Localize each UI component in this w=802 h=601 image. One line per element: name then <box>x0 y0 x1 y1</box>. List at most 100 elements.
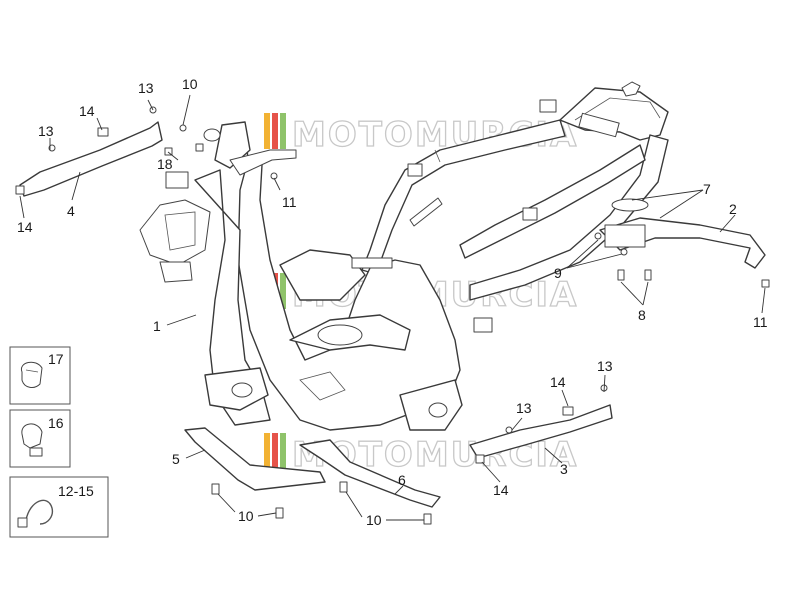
cable-tie-icon <box>25 499 54 525</box>
bolt-detail <box>434 149 441 163</box>
clip-16-base <box>29 447 43 457</box>
clip-17-icon <box>20 361 43 388</box>
callout-9: 9 <box>554 265 562 281</box>
front-lower-plate <box>159 261 193 283</box>
watermark-stripe-red <box>272 113 278 149</box>
leader <box>167 151 179 161</box>
headlight-arm <box>229 149 297 176</box>
frame-gusset <box>299 371 346 401</box>
callout-8: 8 <box>638 307 646 323</box>
callout-6: 6 <box>398 472 406 488</box>
leader <box>631 189 704 201</box>
screw <box>505 426 513 434</box>
main-frame <box>139 81 669 431</box>
rear-top-mount <box>621 81 641 97</box>
front-down-tube <box>194 169 271 426</box>
callout-18: 18 <box>157 156 173 172</box>
bolt <box>339 481 348 493</box>
callout-2: 2 <box>729 201 737 217</box>
leader <box>394 485 404 495</box>
leader <box>166 314 197 326</box>
rear-tab <box>539 99 557 113</box>
seat-support <box>279 249 366 301</box>
leader <box>185 449 206 459</box>
callout-11: 11 <box>753 314 768 330</box>
bolt <box>211 483 220 495</box>
bolt <box>423 513 432 525</box>
front-bracket <box>165 171 189 189</box>
leader <box>566 253 623 269</box>
clip <box>15 185 25 195</box>
rail-tab-a <box>407 163 423 177</box>
small-strut <box>409 197 443 227</box>
inset-box-12-15: 12-15 <box>9 476 109 538</box>
rail-tab-b <box>522 207 538 221</box>
part-6-footrest-bracket <box>299 439 441 525</box>
callout-10: 10 <box>366 512 382 528</box>
callout-labels: 13 10 14 13 18 11 4 14 1 7 2 9 8 11 13 1… <box>17 76 768 528</box>
bush <box>164 147 173 156</box>
leader <box>273 177 281 191</box>
rail-tab-c <box>473 317 493 333</box>
bolt <box>275 507 284 519</box>
callout-13: 13 <box>516 400 532 416</box>
callout-1: 1 <box>153 318 161 334</box>
right-upper-rail <box>469 134 669 301</box>
bolt <box>620 248 628 256</box>
handle-base <box>604 224 646 248</box>
bush <box>195 143 204 152</box>
seat-bracket <box>351 257 393 269</box>
callout-3: 3 <box>560 461 568 477</box>
callout-13: 13 <box>597 358 613 374</box>
leader <box>761 287 766 314</box>
screw <box>48 144 56 152</box>
side-rail-right <box>469 404 613 459</box>
leader <box>659 189 704 219</box>
leader <box>642 281 649 306</box>
leader <box>257 512 277 517</box>
watermark-stripe-green <box>280 113 286 149</box>
callout-7: 7 <box>703 181 711 197</box>
leader <box>481 461 501 483</box>
clip-16-icon <box>21 423 43 449</box>
leader <box>566 239 599 269</box>
leader <box>182 94 191 126</box>
side-rail-left <box>19 121 163 197</box>
callout-11: 11 <box>282 194 297 210</box>
washer <box>611 198 649 212</box>
callout-13: 13 <box>38 123 54 139</box>
bolt <box>617 269 625 281</box>
leader <box>345 491 363 518</box>
engine-mount-bush <box>428 402 448 418</box>
part-4-side-rail <box>15 106 278 197</box>
callout-14: 14 <box>550 374 566 390</box>
leader <box>719 214 736 233</box>
leader <box>71 171 81 201</box>
leader <box>511 417 523 431</box>
clip <box>761 279 770 288</box>
callout-13: 13 <box>138 80 154 96</box>
bolt <box>594 232 602 240</box>
bracket-5 <box>184 427 326 491</box>
leader <box>96 117 103 131</box>
engine-mount-bush <box>231 382 253 398</box>
callout-14: 14 <box>493 482 509 498</box>
steering-bearing <box>203 128 221 142</box>
front-plate <box>139 199 211 266</box>
rear-bracket <box>578 112 620 138</box>
watermark-stripe-green <box>280 273 286 309</box>
callout-5: 5 <box>172 451 180 467</box>
watermark-stripe-red <box>272 433 278 469</box>
clip <box>97 127 109 137</box>
callout-4: 4 <box>67 203 75 219</box>
leader <box>603 374 606 393</box>
callout-10: 10 <box>238 508 254 524</box>
leader <box>19 195 25 219</box>
inset-label-17: 17 <box>48 351 64 367</box>
bolt <box>644 269 652 281</box>
leader <box>561 389 569 407</box>
watermark-stripe-green <box>280 433 286 469</box>
cable-tie-head <box>17 517 28 528</box>
leader <box>147 99 154 111</box>
